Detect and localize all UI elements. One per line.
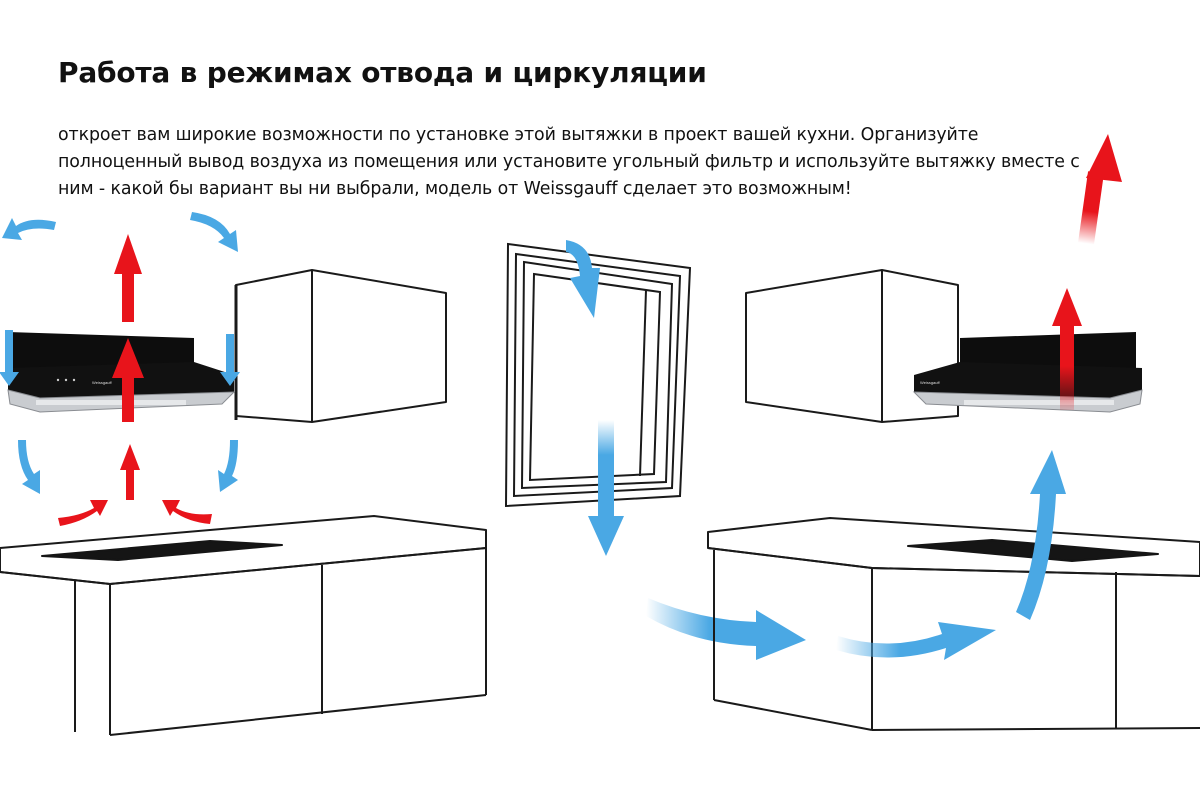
hot-air-arrow-icon (162, 500, 212, 524)
right-wall-cabinet (745, 269, 959, 423)
cool-air-arrow-icon (566, 240, 600, 318)
hot-air-arrow-icon (112, 338, 144, 422)
cool-air-arrow-icon (220, 334, 240, 386)
left-hood-brand-logo: Weissgauff (92, 380, 113, 385)
left-cool-air-arrows (0, 212, 240, 494)
window-air-arrows (566, 240, 806, 660)
left-hood-body (8, 362, 234, 398)
cool-air-arrow-icon (1016, 450, 1066, 620)
right-range-hood: Weissgauff (912, 332, 1143, 413)
hot-air-arrow-icon (58, 500, 108, 526)
right-kitchen (707, 269, 1200, 731)
hot-air-arrow-icon (1052, 288, 1082, 410)
hot-air-arrow-icon (114, 234, 142, 322)
left-kitchen (0, 269, 487, 736)
cool-air-arrow-icon (646, 598, 806, 660)
left-hood-control-dot (72, 378, 76, 382)
left-range-hood: Weissgauff (7, 332, 236, 413)
right-hood-body (914, 362, 1142, 398)
right-cooktop (907, 539, 1159, 562)
hot-air-arrow-icon (1078, 134, 1122, 245)
cool-air-arrow-icon (18, 440, 40, 494)
right-hood-light-strip (964, 400, 1114, 405)
hot-air-arrow-icon (120, 444, 140, 500)
left-hood-glass-panel (8, 332, 194, 372)
cool-air-arrow-icon (0, 330, 19, 386)
left-hot-air-arrows (58, 234, 212, 526)
left-cooktop (41, 540, 283, 561)
right-hot-air-arrows (1052, 134, 1122, 410)
right-hood-glass-panel (960, 332, 1136, 372)
page-heading: Работа в режимах отвода и циркуляции (58, 56, 707, 89)
right-hood-brand-logo: Weissgauff (920, 380, 941, 385)
left-cabinet-front (109, 548, 487, 736)
left-hood-control-dot (56, 378, 60, 382)
right-cool-air-arrows (836, 450, 1066, 660)
cool-air-arrow-icon (836, 622, 996, 660)
page-description: откроет вам широкие возможности по устан… (58, 125, 1080, 199)
left-hood-control-dot (64, 378, 68, 382)
window-frame (504, 242, 692, 508)
cool-air-arrow-icon (218, 440, 238, 492)
cool-air-arrow-icon (2, 218, 56, 240)
left-countertop (0, 515, 487, 585)
left-wall-cabinet (235, 269, 447, 423)
cool-air-arrow-icon (190, 212, 238, 252)
cool-air-arrow-icon (588, 420, 624, 556)
left-hood-light-strip (36, 400, 186, 405)
